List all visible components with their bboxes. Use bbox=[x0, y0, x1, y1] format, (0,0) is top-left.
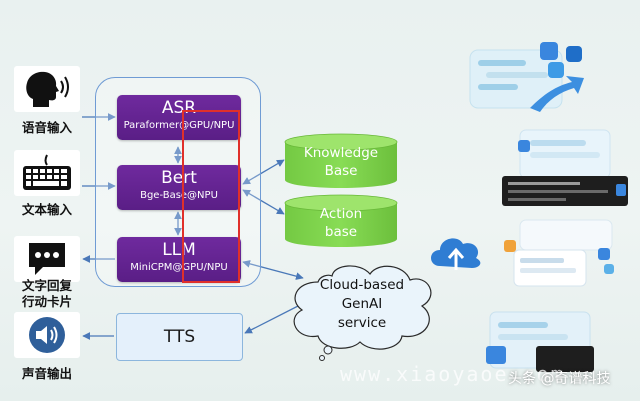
text-reply-label: 文字回复 行动卡片 bbox=[21, 278, 72, 309]
bert-subtitle: Bge-Base@NPU bbox=[140, 190, 218, 201]
text-reply-tile bbox=[14, 236, 80, 282]
llm-block: LLM MiniCPM@GPU/NPU bbox=[117, 237, 241, 282]
voice-input-tile bbox=[14, 66, 80, 112]
text-input-label: 文本输入 bbox=[21, 202, 72, 217]
chat-bubble-icon bbox=[29, 243, 65, 275]
floating-app-icon bbox=[540, 42, 582, 78]
credit-text: 头条 @奇谱科技 bbox=[508, 371, 611, 387]
cloud-upload-icon bbox=[431, 238, 481, 270]
llm-title: LLM bbox=[162, 240, 196, 260]
npu-highlight-box bbox=[182, 110, 240, 283]
asr-block: ASR Paraformer@GPU/NPU bbox=[117, 95, 241, 140]
cloud-genai-label: Cloud-based GenAI service bbox=[319, 277, 405, 331]
tts-block: TTS bbox=[116, 313, 243, 361]
sound-output-tile bbox=[14, 312, 80, 358]
keyboard-icon bbox=[23, 154, 71, 190]
speaker-icon bbox=[29, 317, 65, 353]
speaking-head-icon bbox=[26, 71, 69, 107]
watermark-text: www.xiaoyaoe.com bbox=[340, 362, 565, 386]
action-base-cylinder bbox=[284, 194, 398, 247]
asr-subtitle: Paraformer@GPU/NPU bbox=[123, 120, 235, 131]
llm-subtitle: MiniCPM@GPU/NPU bbox=[130, 262, 228, 273]
app-screenshot-panel bbox=[518, 129, 611, 179]
llm-cloud-arrow bbox=[242, 260, 304, 280]
cloud-tts-arrow bbox=[244, 304, 301, 334]
sound-output-label: 声音输出 bbox=[21, 366, 72, 381]
app-screenshot-cards bbox=[504, 219, 614, 287]
bert-block: Bert Bge-Base@NPU bbox=[117, 165, 241, 210]
bert-title: Bert bbox=[161, 168, 197, 188]
knowledge-base-cylinder bbox=[284, 133, 398, 188]
app-screenshot-bottom bbox=[486, 311, 594, 372]
knowledge-base-label: Knowledge Base bbox=[303, 145, 379, 179]
app-screenshot-chat bbox=[469, 49, 584, 112]
action-base-label: Action base bbox=[319, 206, 363, 240]
bert-knowledge-arrow bbox=[242, 159, 285, 185]
bert-action-arrow bbox=[242, 189, 285, 215]
voice-input-label: 语音输入 bbox=[21, 120, 72, 135]
cloud-shape bbox=[293, 265, 432, 361]
app-screenshot-dark bbox=[502, 176, 628, 206]
text-input-tile bbox=[14, 150, 80, 196]
asr-title: ASR bbox=[161, 98, 197, 118]
